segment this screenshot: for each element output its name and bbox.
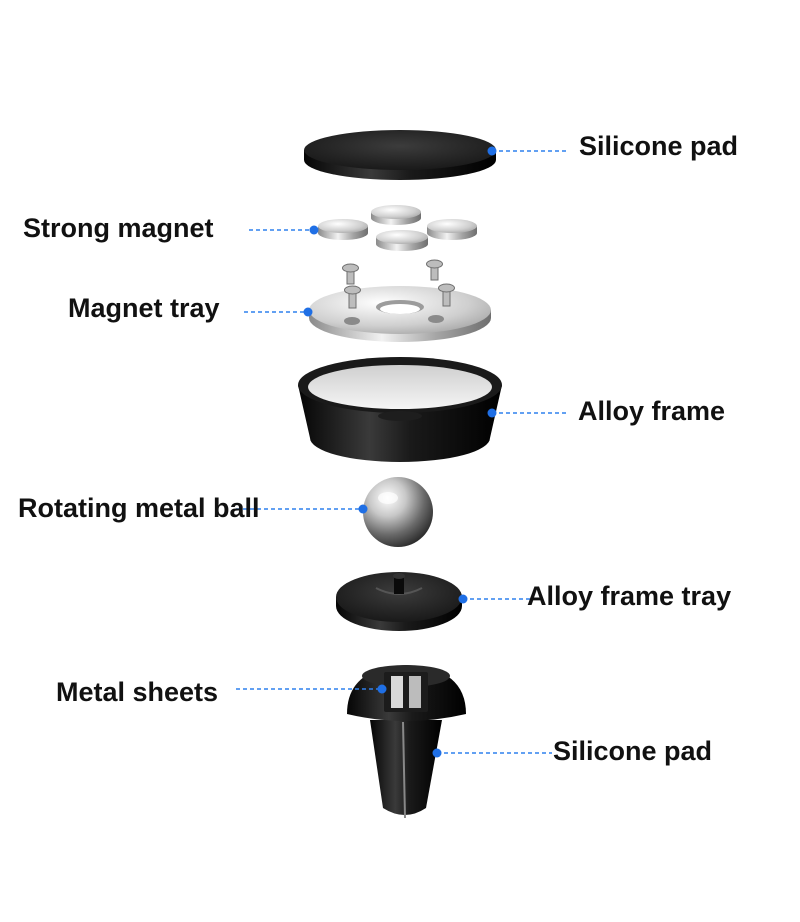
vent-clip-part	[347, 665, 466, 819]
label-silicone-pad-bottom: Silicone pad	[553, 736, 712, 766]
strong-magnet-part	[318, 205, 477, 251]
screw	[342, 259, 455, 309]
label-silicone-pad-top: Silicone pad	[579, 131, 738, 161]
magnet-disc	[427, 219, 477, 240]
leader-lines	[236, 150, 566, 754]
label-magnet-tray: Magnet tray	[68, 293, 220, 323]
label-alloy-frame-tray: Alloy frame tray	[527, 581, 731, 611]
label-alloy-frame: Alloy frame	[578, 396, 725, 426]
anchor-dots	[303, 146, 497, 758]
anchor-dot	[309, 225, 319, 235]
anchor-dot	[432, 748, 442, 758]
anchor-dot	[303, 307, 313, 317]
anchor-dot	[458, 594, 468, 604]
label-strong-magnet: Strong magnet	[23, 213, 214, 243]
label-metal-sheets: Metal sheets	[56, 677, 218, 707]
anchor-dot	[487, 146, 497, 156]
labels: Silicone pad Strong magnet Magnet tray A…	[18, 131, 738, 766]
alloy-frame-tray-part	[336, 572, 462, 631]
magnet-disc	[318, 219, 368, 240]
label-rotating-metal-ball: Rotating metal ball	[18, 493, 260, 523]
anchor-dot	[377, 684, 387, 694]
silicone-pad-top-part	[304, 130, 496, 180]
anchor-dot	[358, 504, 368, 514]
alloy-frame-part	[298, 357, 502, 462]
rotating-metal-ball-part	[363, 477, 433, 547]
magnet-disc	[376, 230, 428, 251]
magnet-disc	[371, 205, 421, 225]
anchor-dot	[487, 408, 497, 418]
magnet-tray-part	[309, 259, 491, 342]
